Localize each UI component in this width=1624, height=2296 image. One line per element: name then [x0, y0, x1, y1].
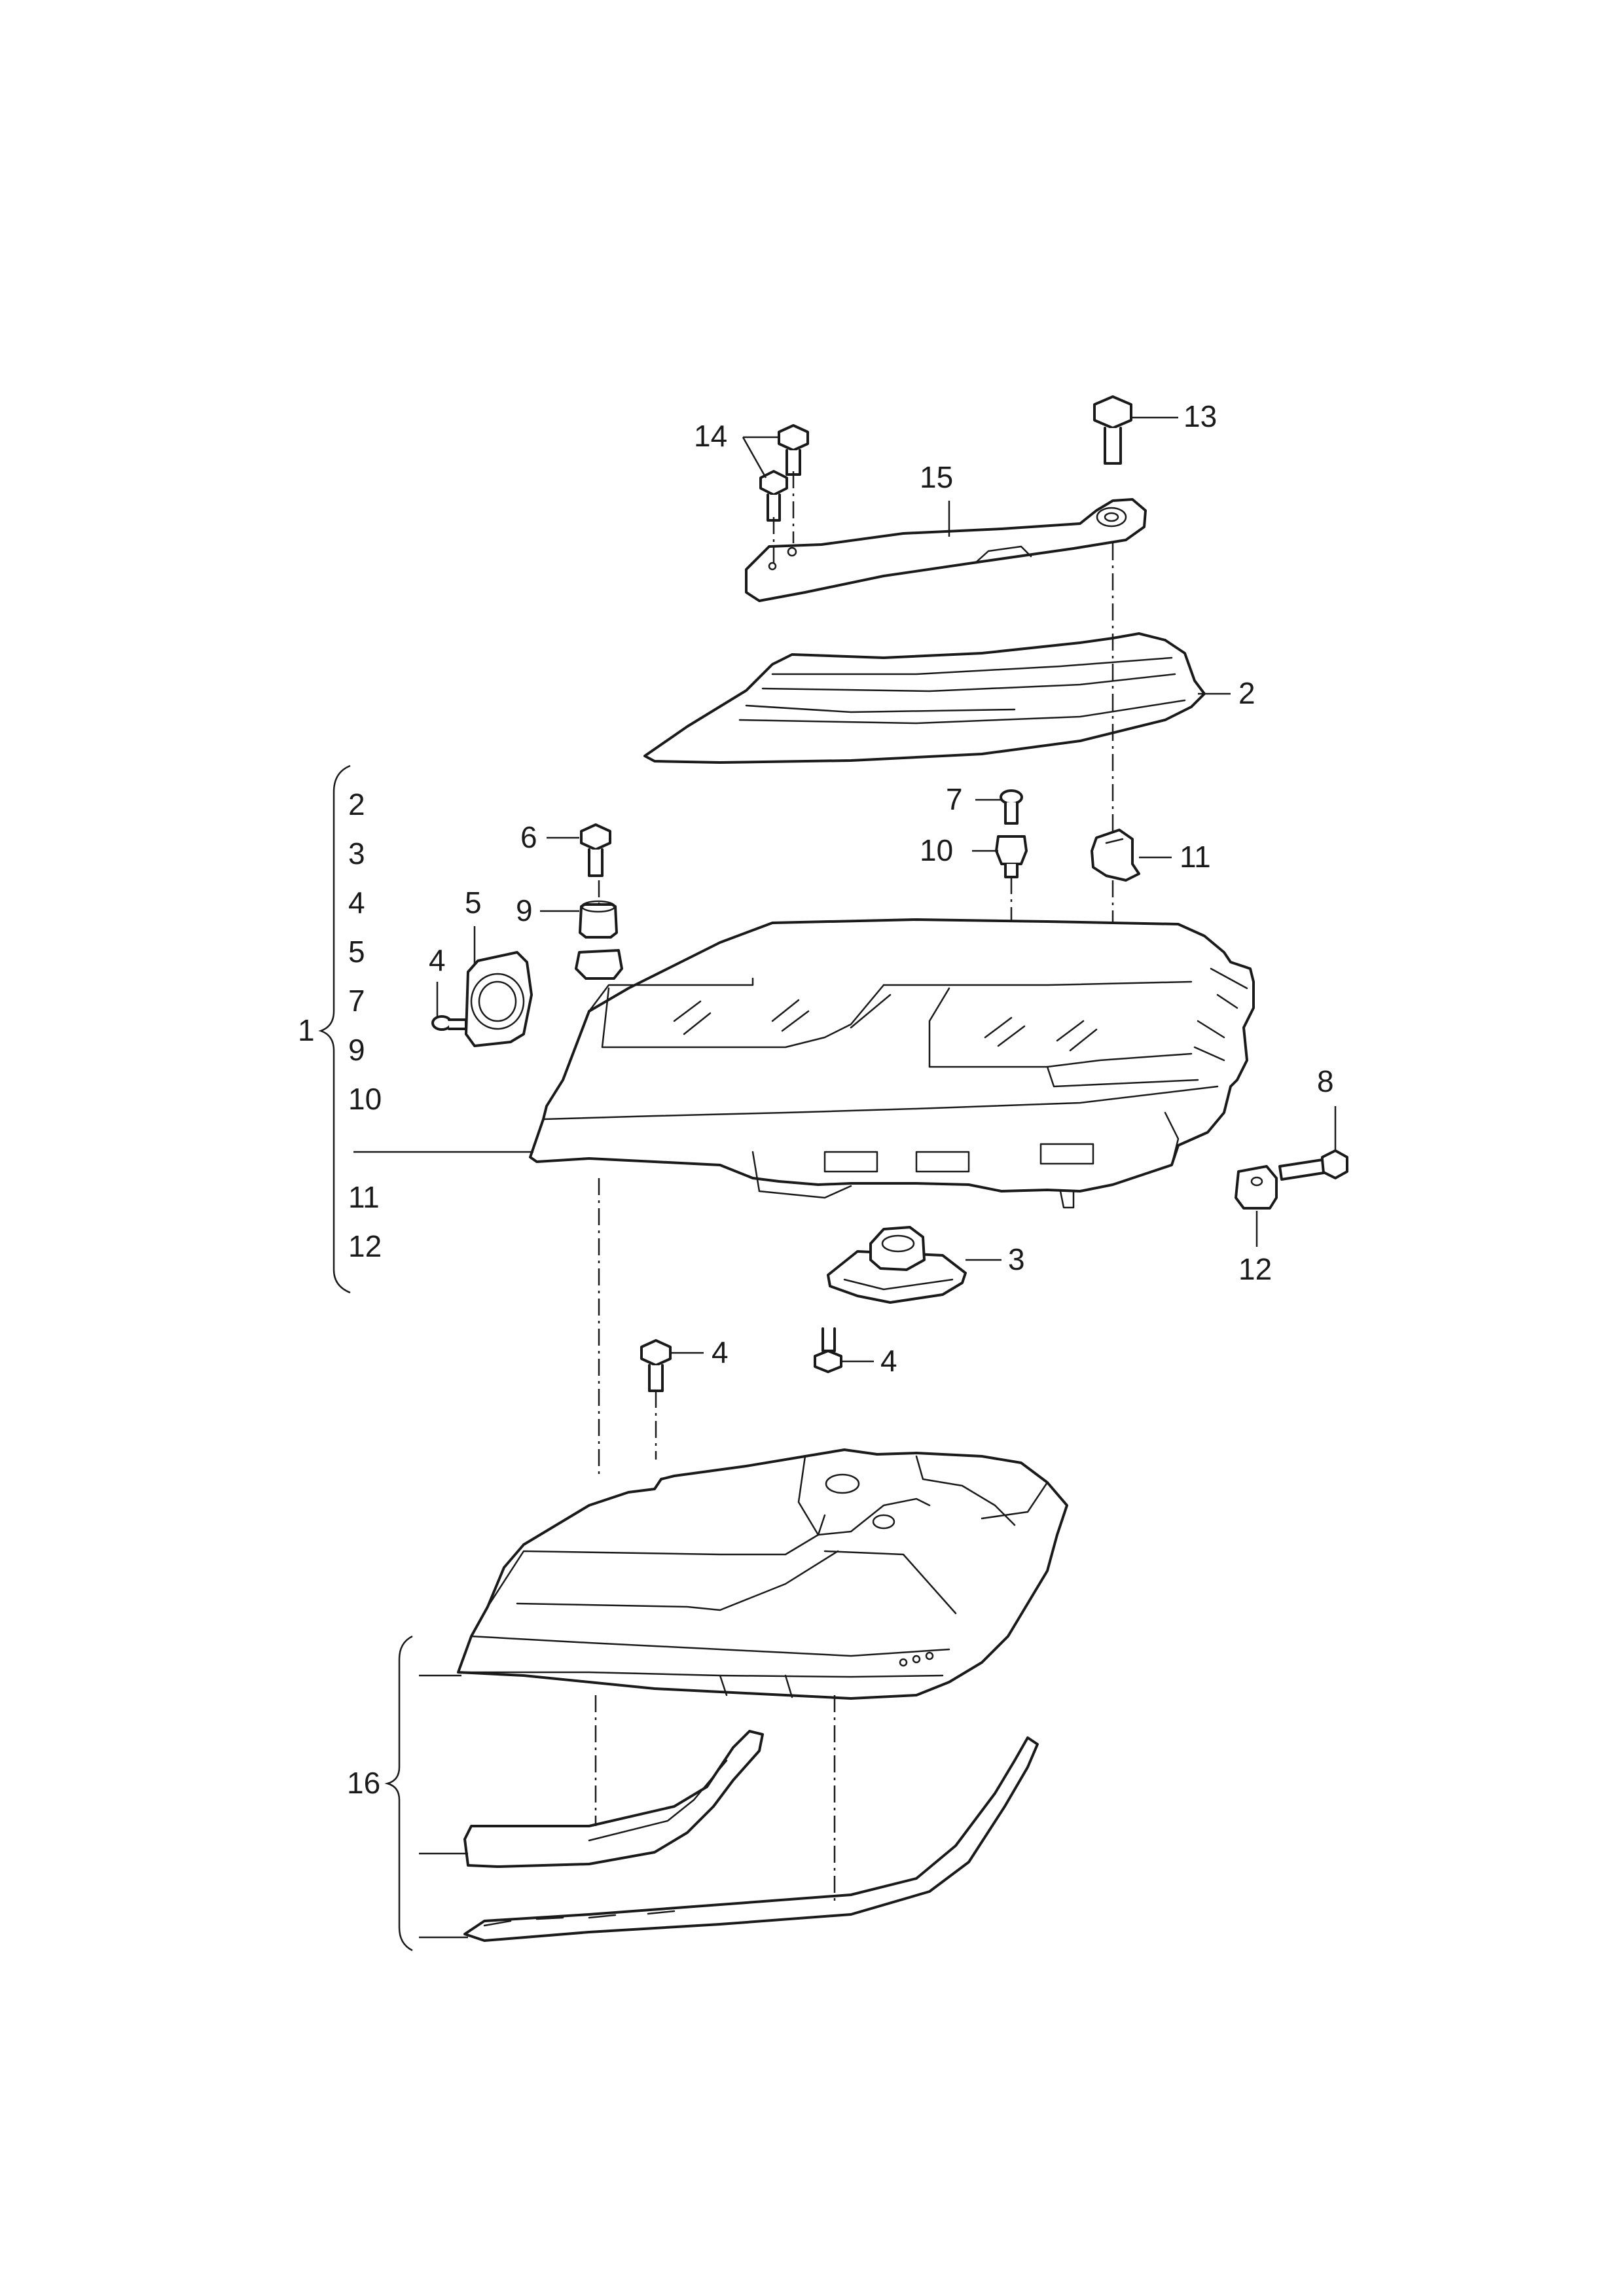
bolt-13: [1093, 395, 1132, 465]
callout-16: 16: [347, 1766, 380, 1800]
mounting-bracket: [745, 498, 1147, 602]
brace-part-16: [384, 1635, 413, 1952]
callout-10: 10: [920, 833, 953, 867]
clip-10: [995, 835, 1028, 878]
bolt-6: [580, 823, 611, 877]
callout-4-middle: 4: [712, 1335, 729, 1369]
upper-trim-cover: [643, 632, 1206, 764]
callout-6: 6: [520, 820, 537, 854]
callout-4-control-unit: 4: [880, 1344, 897, 1378]
screw-4-left: [431, 1015, 467, 1031]
callout-3: 3: [1008, 1242, 1025, 1276]
callout-7: 7: [946, 782, 963, 816]
callout-14: 14: [694, 419, 727, 453]
callout-12: 12: [1238, 1252, 1272, 1286]
adjuster-5: [465, 951, 533, 1047]
control-unit-3: [827, 1226, 967, 1304]
callout-13: 13: [1183, 399, 1217, 433]
callout-1: 1: [298, 1013, 315, 1047]
callout-8: 8: [1317, 1064, 1334, 1098]
alignment-lines: [594, 471, 1114, 1905]
trim-strip-inner: [463, 1730, 764, 1868]
brace-part-1: [318, 764, 351, 1294]
bolt-4-middle: [640, 1339, 672, 1392]
bracket-12: [1235, 1165, 1278, 1210]
kit-list-item: 9: [348, 1033, 365, 1067]
kit-list-item: 10: [348, 1082, 382, 1116]
headlight-housing-rear: [457, 1448, 1068, 1700]
leader-lines: [353, 416, 1337, 1939]
kit-list-item: 12: [348, 1229, 382, 1263]
kit-list-item: 7: [348, 984, 365, 1018]
bolt-8: [1278, 1149, 1348, 1181]
headlight-assembly: [529, 918, 1255, 1209]
callout-9: 9: [516, 893, 533, 927]
trim-strip-outer: [463, 1736, 1039, 1942]
kit-1-part-list: 2 3 4 5 7 9 10 11 12: [348, 787, 382, 1263]
callout-11: 11: [1180, 840, 1211, 874]
screw-7: [1000, 789, 1023, 825]
callout-4-left: 4: [429, 943, 446, 977]
kit-list-item: 11: [348, 1180, 380, 1214]
bolt-4-control-unit: [814, 1327, 842, 1373]
kit-list-item: 4: [348, 886, 365, 920]
kit-list-item: 3: [348, 836, 365, 870]
callout-15: 15: [920, 460, 953, 494]
bolt-14-lower: [759, 470, 788, 522]
kit-list-item: 2: [348, 787, 365, 821]
kit-list-item: 5: [348, 935, 365, 969]
grommet-9: [579, 900, 618, 939]
callout-5: 5: [465, 886, 482, 920]
clip-nut-11: [1091, 829, 1140, 882]
bolt-14-upper: [778, 424, 809, 476]
callout-2: 2: [1238, 676, 1255, 710]
